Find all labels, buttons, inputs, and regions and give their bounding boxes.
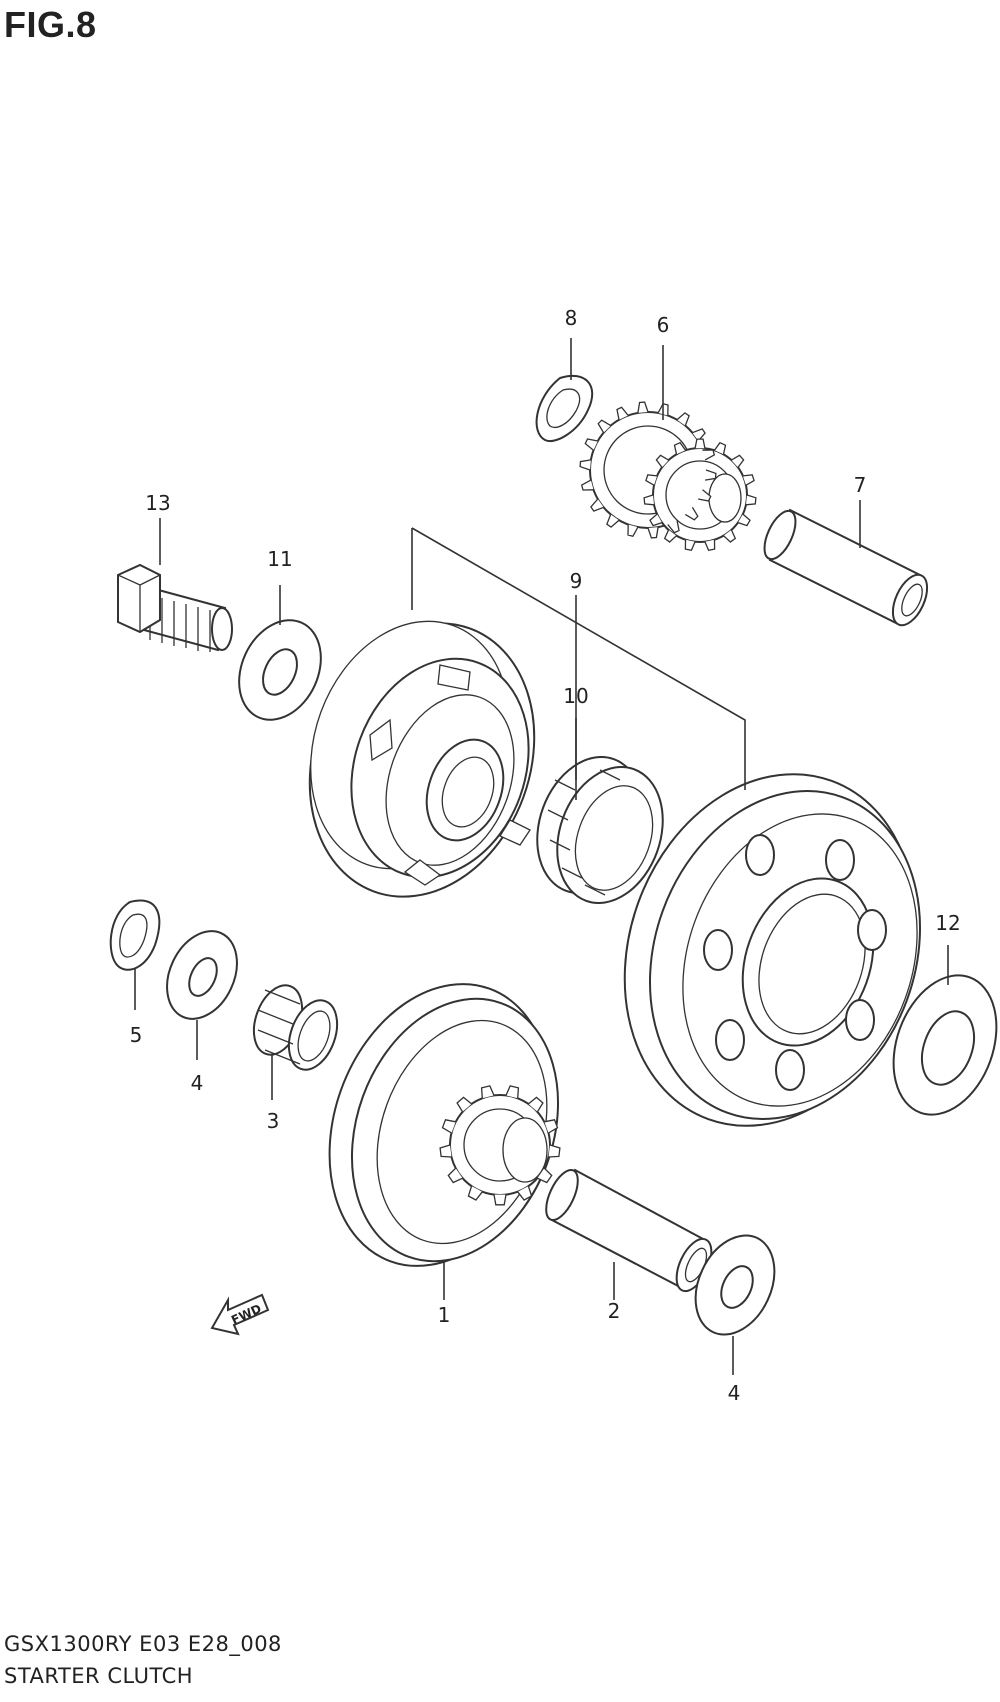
callout-5: 5 [130,1023,143,1047]
model-code: GSX1300RY E03 E28_008 [4,1632,282,1656]
part-11-washer[interactable] [224,607,337,733]
callout-3: 3 [267,1109,280,1133]
starter-clutch-housing[interactable] [273,592,572,929]
callout-4-lower: 4 [728,1381,741,1405]
part-8-circlip[interactable] [535,374,594,443]
part-12-washer[interactable] [875,961,1000,1129]
part-2-shaft[interactable] [540,1165,719,1296]
part-13-bolt[interactable] [117,563,233,652]
part-5-circlip[interactable] [109,899,161,971]
callout-13: 13 [145,491,170,515]
assembly-bracket-line [411,527,746,790]
gear-teeth [579,401,717,539]
part-6-idle-gear[interactable] [579,401,757,552]
callout-4-upper: 4 [191,1071,204,1095]
callout-2: 2 [608,1299,621,1323]
callout-9: 9 [570,569,583,593]
starter-driven-gear[interactable] [577,733,965,1167]
callout-8: 8 [565,306,578,330]
fwd-arrow-icon: FWD [210,1293,270,1336]
leader-lines [134,338,949,1375]
callout-numbers: 8 6 7 13 11 9 10 12 5 4 3 1 2 4 [130,306,961,1405]
callout-1: 1 [438,1303,451,1327]
section-name: STARTER CLUTCH [4,1664,194,1688]
callout-11: 11 [267,547,292,571]
part-3-needle-bearing[interactable] [245,979,346,1077]
callout-7: 7 [854,473,867,497]
callout-10: 10 [563,684,588,708]
part-4-washer-upper[interactable] [154,920,251,1030]
callout-12: 12 [935,911,960,935]
part-7-shaft[interactable] [758,506,934,630]
part-10-one-way-clutch[interactable] [519,742,681,918]
callout-6: 6 [657,313,670,337]
part-4-washer-lower[interactable] [680,1223,789,1348]
figure-title: FIG.8 [4,4,97,45]
gear-teeth [439,1085,561,1206]
part-1-starter-idle-gear[interactable] [292,953,594,1297]
gear-teeth [643,438,757,552]
